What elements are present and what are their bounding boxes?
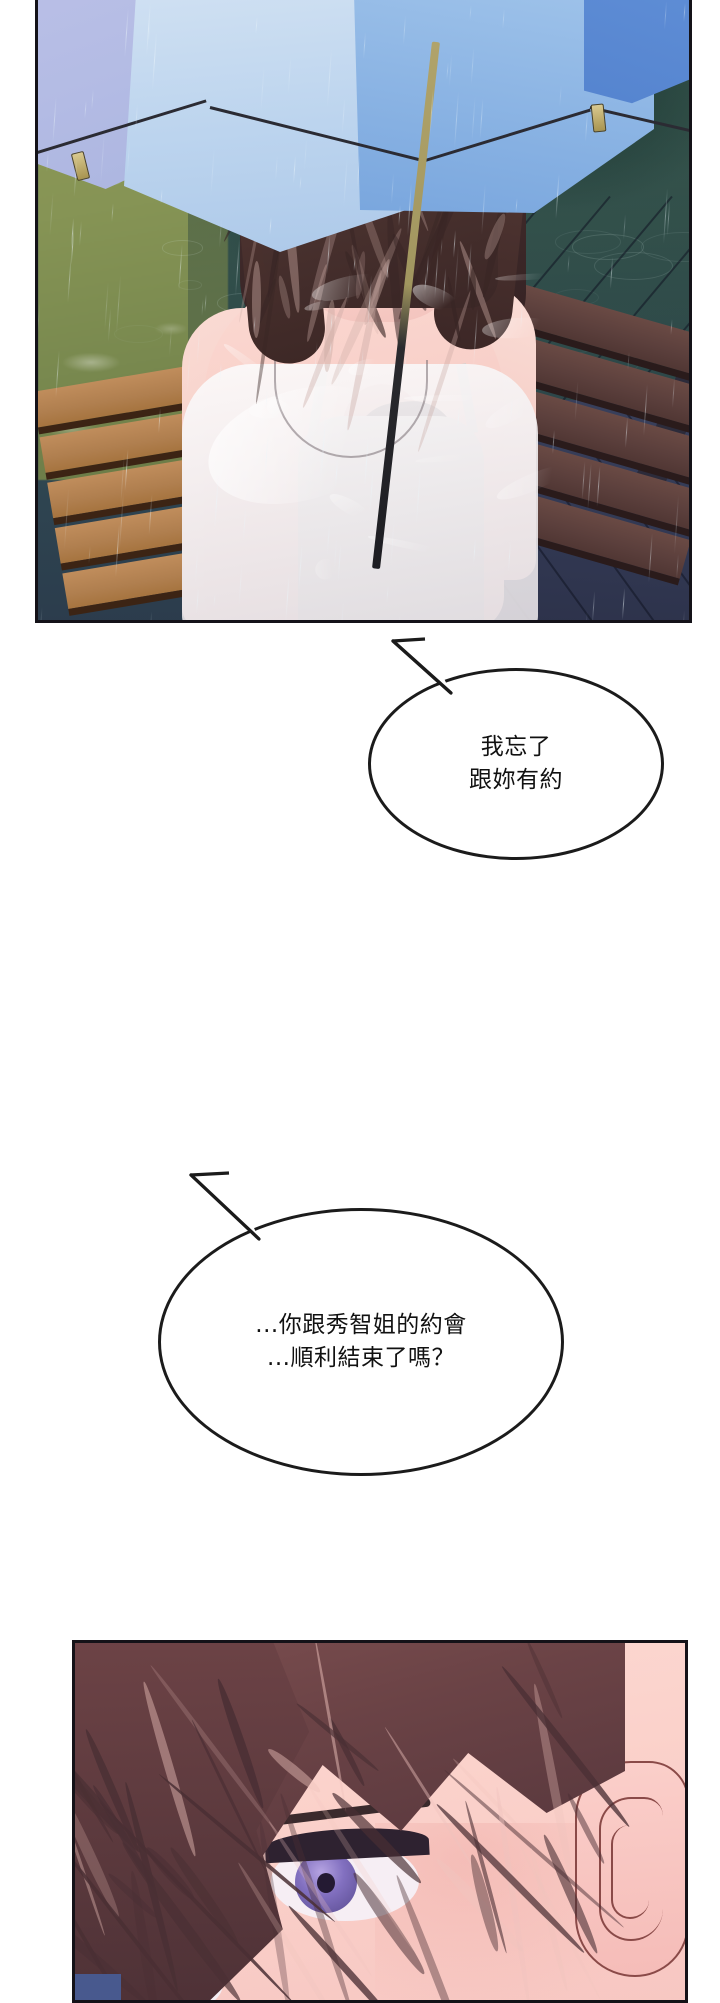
panel-closeup-face xyxy=(72,1640,688,2003)
speech-bubble-forgot-appointment: 我忘了 跟妳有約 xyxy=(368,637,664,860)
eye-right xyxy=(264,1824,430,1921)
bubble-tail-icon xyxy=(189,1171,261,1241)
ear-inner-fold-inner xyxy=(611,1825,649,1919)
speech-bubble-date-question: ...你跟秀智姐的約會 ...順利結束了嗎？ xyxy=(158,1171,564,1476)
ear-inner-fold-outer xyxy=(599,1797,663,1941)
panel-rain-umbrella xyxy=(35,0,692,623)
bubble-forgot-text: 我忘了 跟妳有約 xyxy=(469,734,563,793)
umbrella-canopy xyxy=(38,0,689,312)
umbrella-tip-right xyxy=(590,103,607,133)
bubble-tail-icon xyxy=(391,637,453,695)
corner-accent xyxy=(75,1974,121,2000)
umbrella-panel-4 xyxy=(584,0,689,104)
eye-pupil xyxy=(317,1873,335,1893)
bubble-date-text: ...你跟秀智姐的約會 ...順利結束了嗎？ xyxy=(255,1312,467,1371)
